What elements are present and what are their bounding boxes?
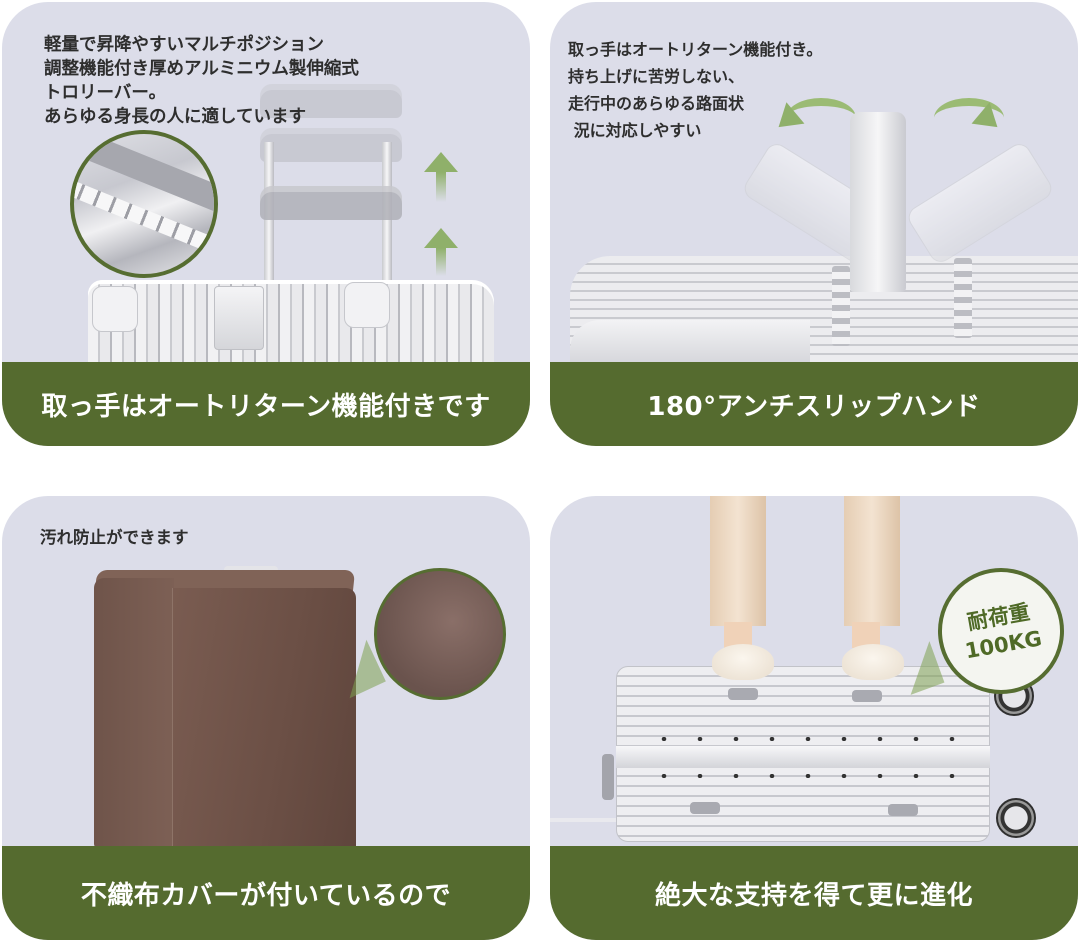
panel-description: 軽量で昇降やすいマルチポジション 調整機能付き厚めアルミニウム製伸縮式 トロリー… <box>44 35 359 127</box>
cover-image <box>172 588 356 850</box>
hinge-bolts <box>954 258 972 338</box>
suitcase-badge-plate <box>214 286 264 350</box>
suitcase-foot-pad <box>728 688 758 700</box>
caption-band: 180°アンチスリップハンド <box>550 362 1078 446</box>
trolley-handle-raised <box>260 84 402 118</box>
trolley-handle-mid <box>260 128 402 162</box>
rivets-row <box>646 774 966 778</box>
panel-description: 汚れ防止ができます <box>40 528 189 547</box>
rotate-right-arrow-icon <box>934 98 1004 138</box>
panel-caption: 180°アンチスリップハンド <box>647 391 981 422</box>
person-leg-left <box>710 496 766 626</box>
caption-band: 取っ手はオートリターン機能付きです <box>2 362 530 446</box>
slipper-left <box>712 644 774 680</box>
hinge-bolts <box>832 266 850 346</box>
trolley-handle <box>260 186 402 220</box>
rotate-left-arrow-icon <box>786 98 856 138</box>
rivets-row <box>646 737 966 741</box>
wheel-icon <box>996 798 1036 838</box>
up-arrow-stem <box>436 172 446 202</box>
feature-panel-trolley: 軽量で昇降やすいマルチポジション 調整機能付き厚めアルミニウム製伸縮式 トロリー… <box>2 2 530 446</box>
caption-band: 不織布カバーが付いているので <box>2 846 530 940</box>
suitcase-foot-pad <box>690 802 720 814</box>
side-handle <box>850 112 906 292</box>
trolley-end <box>602 754 614 800</box>
slipper-right <box>842 644 904 680</box>
feature-panel-handle: 取っ手はオートリターン機能付き。 持ち上げに苦労しない、 走行中のあらゆる路面状… <box>550 2 1078 446</box>
suitcase-front-edge <box>570 320 810 366</box>
suitcase-seam <box>616 746 990 768</box>
person-leg-right <box>844 496 900 626</box>
suitcase-corner <box>92 286 138 332</box>
up-arrow-icon <box>424 228 458 248</box>
handle-closeup-inset <box>70 130 218 278</box>
panel-caption: 不織布カバーが付いているので <box>80 880 452 911</box>
suitcase-corner <box>344 282 390 328</box>
panel-caption: 絶大な支持を得て更に進化 <box>654 880 973 911</box>
caption-band: 絶大な支持を得て更に進化 <box>550 846 1078 940</box>
suitcase-image <box>88 280 494 370</box>
up-arrow-stem <box>436 248 446 276</box>
feature-panel-load: 耐荷重 100KG 絶大な支持を得て更に進化 <box>550 496 1078 940</box>
suitcase-foot-pad <box>852 690 882 702</box>
up-arrow-icon <box>424 152 458 172</box>
panel-description: 取っ手はオートリターン機能付き。 持ち上げに苦労しない、 走行中のあらゆる路面状… <box>568 40 823 140</box>
handle-ghost-right <box>904 139 1056 267</box>
feature-panel-cover: 汚れ防止ができます 不織布カバーが付いているので <box>2 496 530 940</box>
ground-line <box>550 818 616 822</box>
fabric-closeup-inset <box>374 568 506 700</box>
ankle-right <box>852 622 880 648</box>
suitcase-foot-pad <box>888 804 918 816</box>
cover-side <box>94 578 174 848</box>
panel-caption: 取っ手はオートリターン機能付きです <box>41 391 491 422</box>
ankle-left <box>724 622 752 648</box>
